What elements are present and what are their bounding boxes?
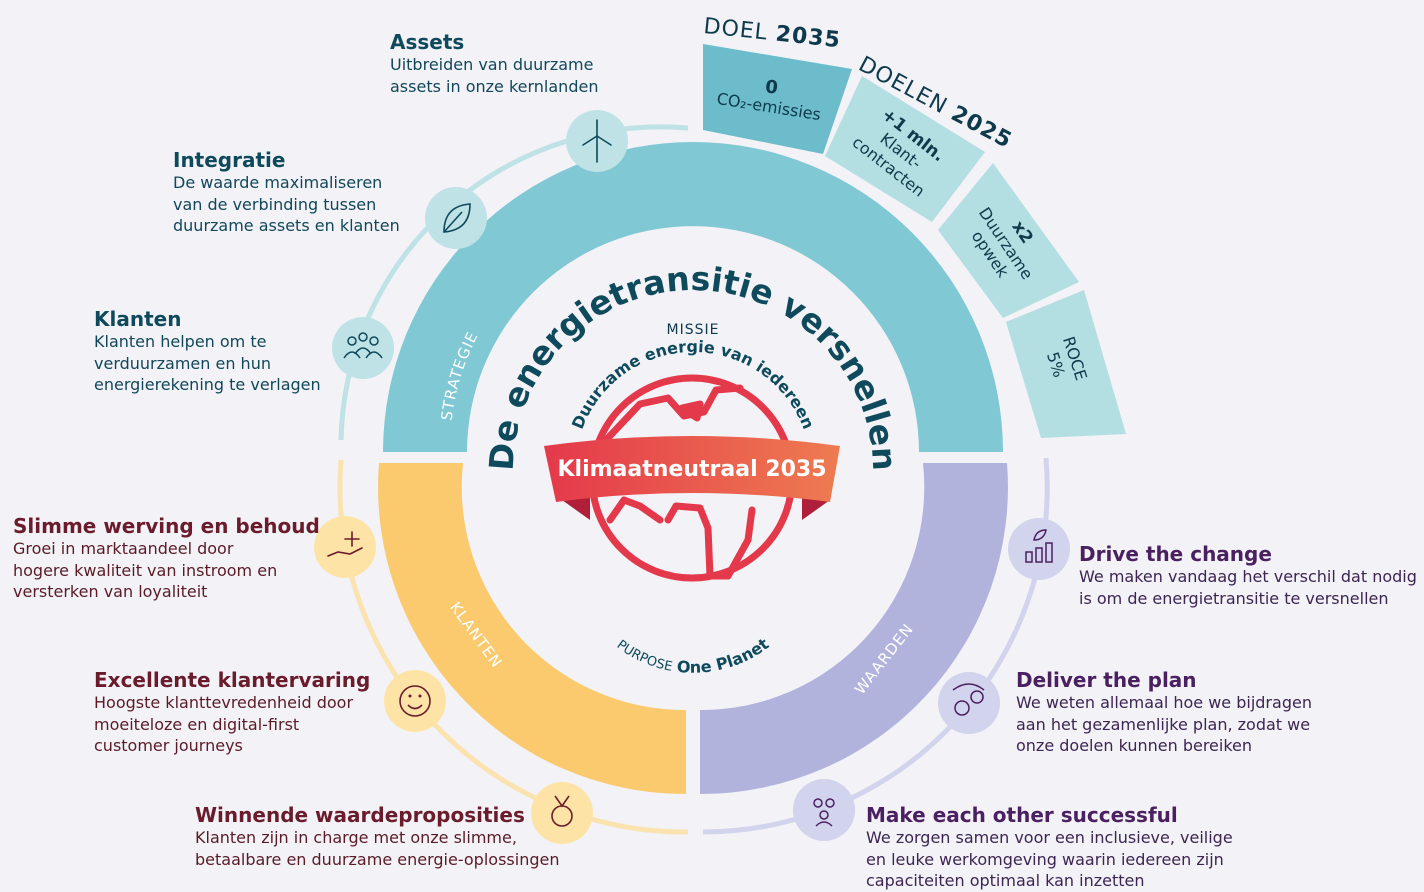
recruitment-block: Slimme werving en behoud Groei in markta…	[13, 514, 320, 601]
assets-block: Assets Uitbreiden van duurzame assets in…	[390, 30, 599, 96]
team-icon	[793, 779, 855, 841]
purpose-text: PURPOSE One Planet	[614, 634, 773, 677]
leaf-icon	[425, 187, 487, 249]
propositions-title: Winnende waardeproposities	[195, 803, 525, 827]
banner-tail-right	[802, 496, 830, 520]
successful-title: Make each other successful	[866, 803, 1178, 827]
strategy-ring	[383, 142, 1003, 452]
goal-2025-box-3	[1006, 290, 1126, 438]
drive-change-title: Drive the change	[1079, 542, 1272, 566]
experience-title: Excellente klantervaring	[94, 668, 371, 692]
integration-title: Integratie	[173, 148, 286, 172]
integration-block: Integratie De waarde maximaliseren van d…	[173, 148, 400, 235]
banner-text: Klimaatneutraal 2035	[558, 457, 827, 482]
climate-banner	[544, 436, 840, 502]
goal-2035-box	[703, 44, 852, 154]
recruitment-title: Slimme werving en behoud	[13, 514, 320, 538]
successful-block: Make each other successful We zorgen sam…	[866, 803, 1233, 890]
propositions-block: Winnende waardeproposities Klanten zijn …	[195, 803, 560, 869]
goal-2025-box-2	[938, 163, 1079, 318]
hand-plus-icon	[314, 516, 376, 578]
medal-icon	[531, 782, 593, 844]
values-ring	[700, 463, 1008, 795]
banner-tail-left	[562, 496, 590, 520]
experience-block: Excellente klantervaring Hoogste klantte…	[94, 668, 371, 755]
drive-change-block: Drive the change We maken vandaag het ve…	[1079, 542, 1417, 608]
mission-label: MISSIE	[667, 322, 720, 338]
people-group-icon	[332, 317, 394, 379]
deliver-plan-title: Deliver the plan	[1016, 668, 1197, 692]
smiley-icon	[384, 670, 446, 732]
gears-icon	[938, 672, 1000, 734]
customers-ring	[378, 463, 686, 795]
goal-2035-value: 0	[764, 76, 779, 98]
customers-strategy-title: Klanten	[94, 307, 182, 331]
customers-strategy-block: Klanten Klanten helpen om te verduurzame…	[94, 307, 321, 394]
wind-turbine-icon	[566, 110, 628, 172]
goal-2025-box-1	[825, 76, 985, 222]
deliver-plan-block: Deliver the plan We weten allemaal hoe w…	[1016, 668, 1312, 755]
assets-title: Assets	[390, 30, 465, 54]
growth-chart-icon	[1008, 518, 1070, 580]
